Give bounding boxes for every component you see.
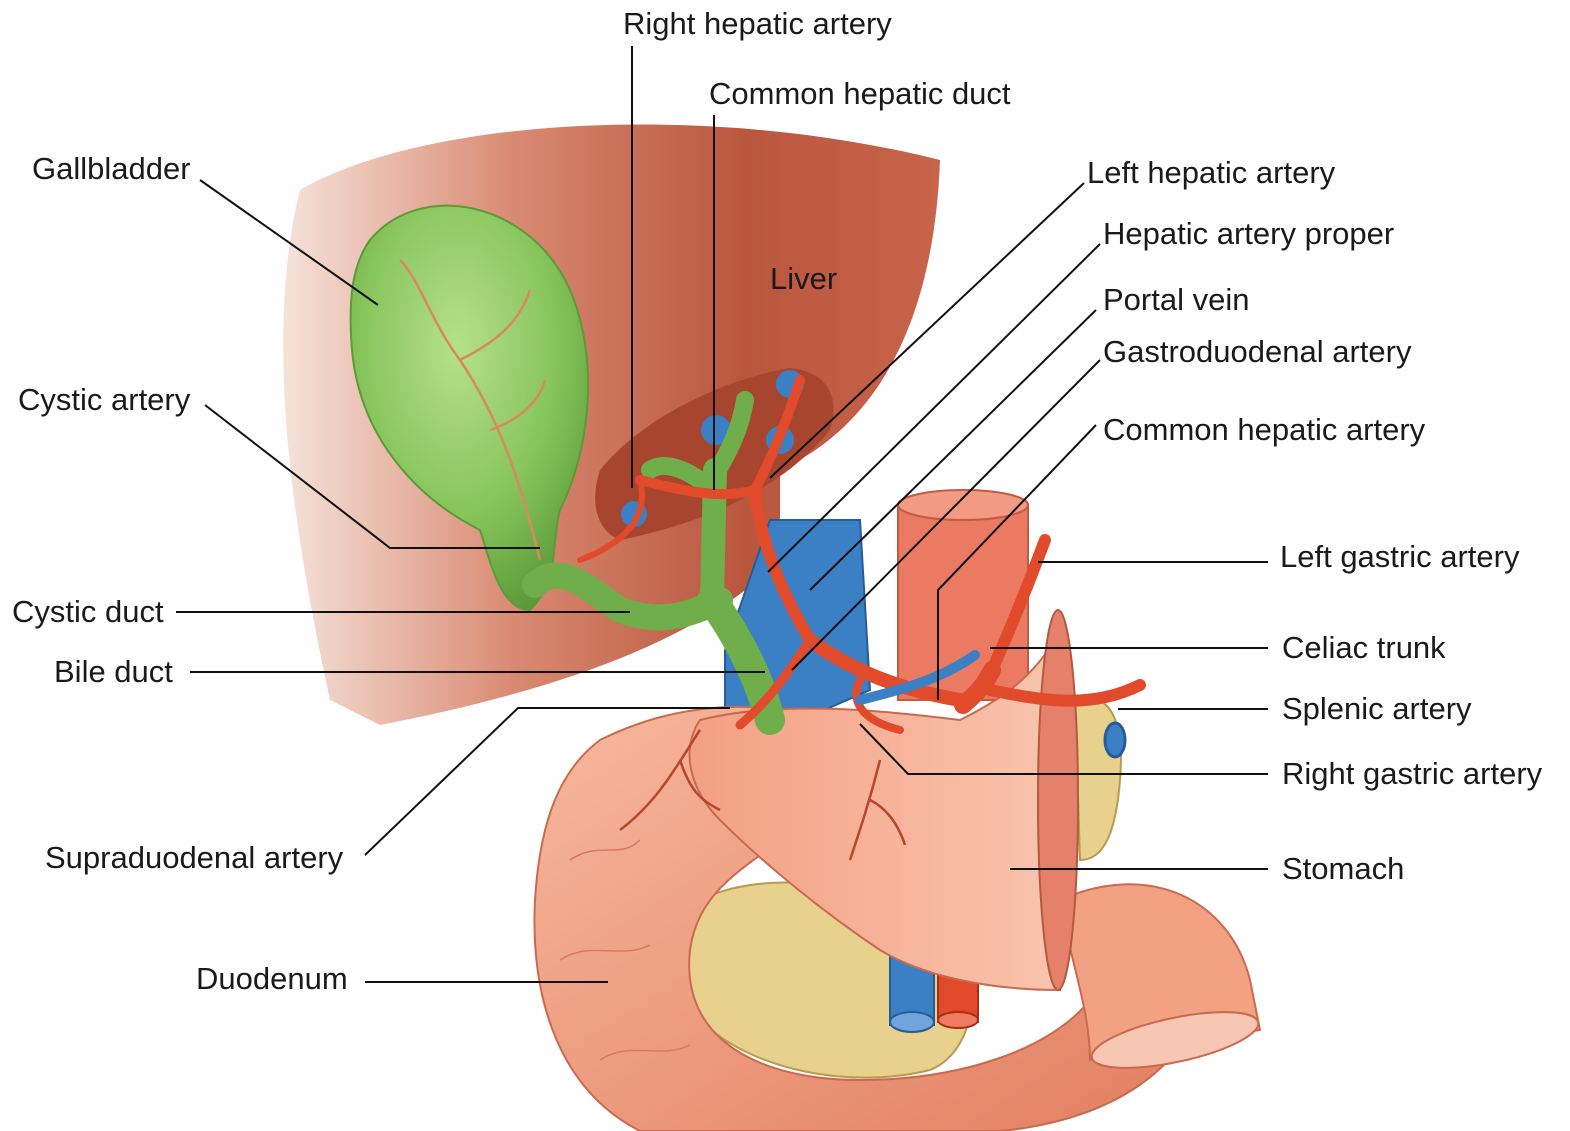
label-cystic-artery: Cystic artery bbox=[18, 382, 191, 417]
label-portal-vein: Portal vein bbox=[1103, 282, 1249, 317]
label-common-hepatic-duct: Common hepatic duct bbox=[709, 76, 1011, 111]
label-duodenum: Duodenum bbox=[196, 961, 348, 996]
label-right-hepatic-artery: Right hepatic artery bbox=[623, 6, 892, 41]
label-stomach: Stomach bbox=[1282, 851, 1404, 886]
splenic-vein-lumen bbox=[1105, 723, 1125, 757]
label-celiac-trunk: Celiac trunk bbox=[1282, 630, 1446, 665]
aorta-shape bbox=[898, 494, 1028, 700]
label-splenic-artery: Splenic artery bbox=[1282, 691, 1472, 726]
label-bile-duct: Bile duct bbox=[54, 654, 173, 689]
stomach-cut-edge bbox=[1038, 610, 1078, 990]
label-common-hepatic-artery: Common hepatic artery bbox=[1103, 412, 1426, 447]
superior-mesenteric-vein-lumen bbox=[890, 1012, 934, 1032]
label-hepatic-artery-proper: Hepatic artery proper bbox=[1103, 216, 1394, 251]
label-liver: Liver bbox=[770, 261, 837, 296]
label-cystic-duct: Cystic duct bbox=[12, 594, 164, 629]
label-gastroduodenal-artery: Gastroduodenal artery bbox=[1103, 334, 1412, 369]
label-right-gastric-artery: Right gastric artery bbox=[1282, 756, 1543, 791]
superior-mesenteric-artery-lumen bbox=[938, 1012, 978, 1028]
label-supraduodenal-artery: Supraduodenal artery bbox=[45, 840, 344, 875]
label-left-hepatic-artery: Left hepatic artery bbox=[1087, 155, 1336, 190]
label-left-gastric-artery: Left gastric artery bbox=[1280, 539, 1520, 574]
label-gallbladder: Gallbladder bbox=[32, 151, 191, 186]
